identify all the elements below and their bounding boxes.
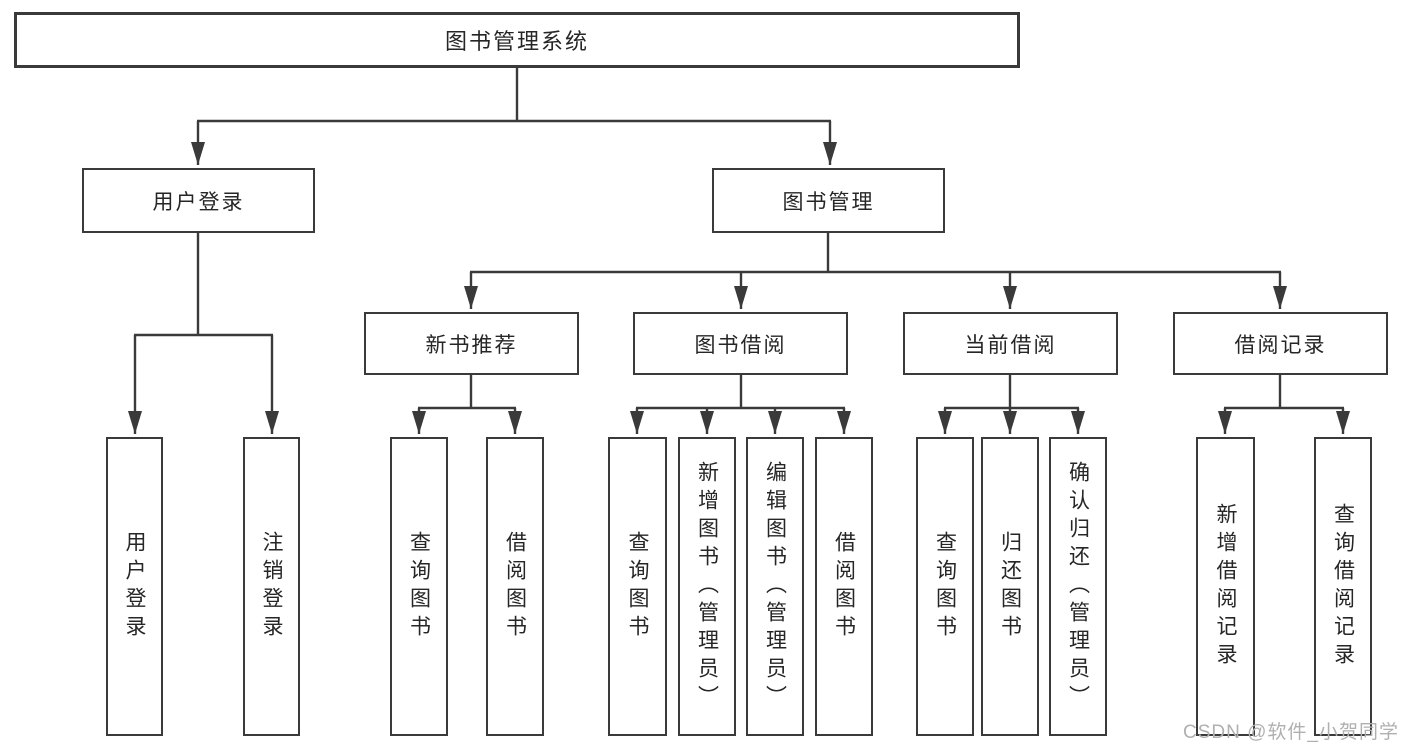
node-add-book-admin: 新增图书（管理员） [678,437,736,736]
node-query-books-current: 查询图书 [916,437,974,736]
node-borrowing-records: 借阅记录 [1173,312,1388,375]
node-new-book-recommend: 新书推荐 [364,312,579,375]
node-query-books-borrow: 查询图书 [608,437,667,736]
node-query-borrow-record: 查询借阅记录 [1314,437,1372,736]
node-add-borrow-record: 新增借阅记录 [1196,437,1255,736]
node-book-management: 图书管理 [712,168,945,233]
node-user-login-leaf: 用户登录 [106,437,163,736]
node-borrow-books-borrow: 借阅图书 [815,437,873,736]
node-return-books: 归还图书 [981,437,1039,736]
node-book-borrowing: 图书借阅 [633,312,848,375]
node-confirm-return-admin: 确认归还（管理员） [1049,437,1107,736]
node-user-login: 用户登录 [82,168,315,233]
node-library-management-system: 图书管理系统 [14,12,1020,68]
node-borrow-books-recommend: 借阅图书 [486,437,544,736]
node-edit-book-admin: 编辑图书（管理员） [746,437,804,736]
node-logout: 注销登录 [243,437,300,736]
watermark-text: CSDN @软件_小贺同学 [1183,722,1399,743]
node-current-borrowing: 当前借阅 [903,312,1118,375]
node-query-books-recommend: 查询图书 [390,437,448,736]
